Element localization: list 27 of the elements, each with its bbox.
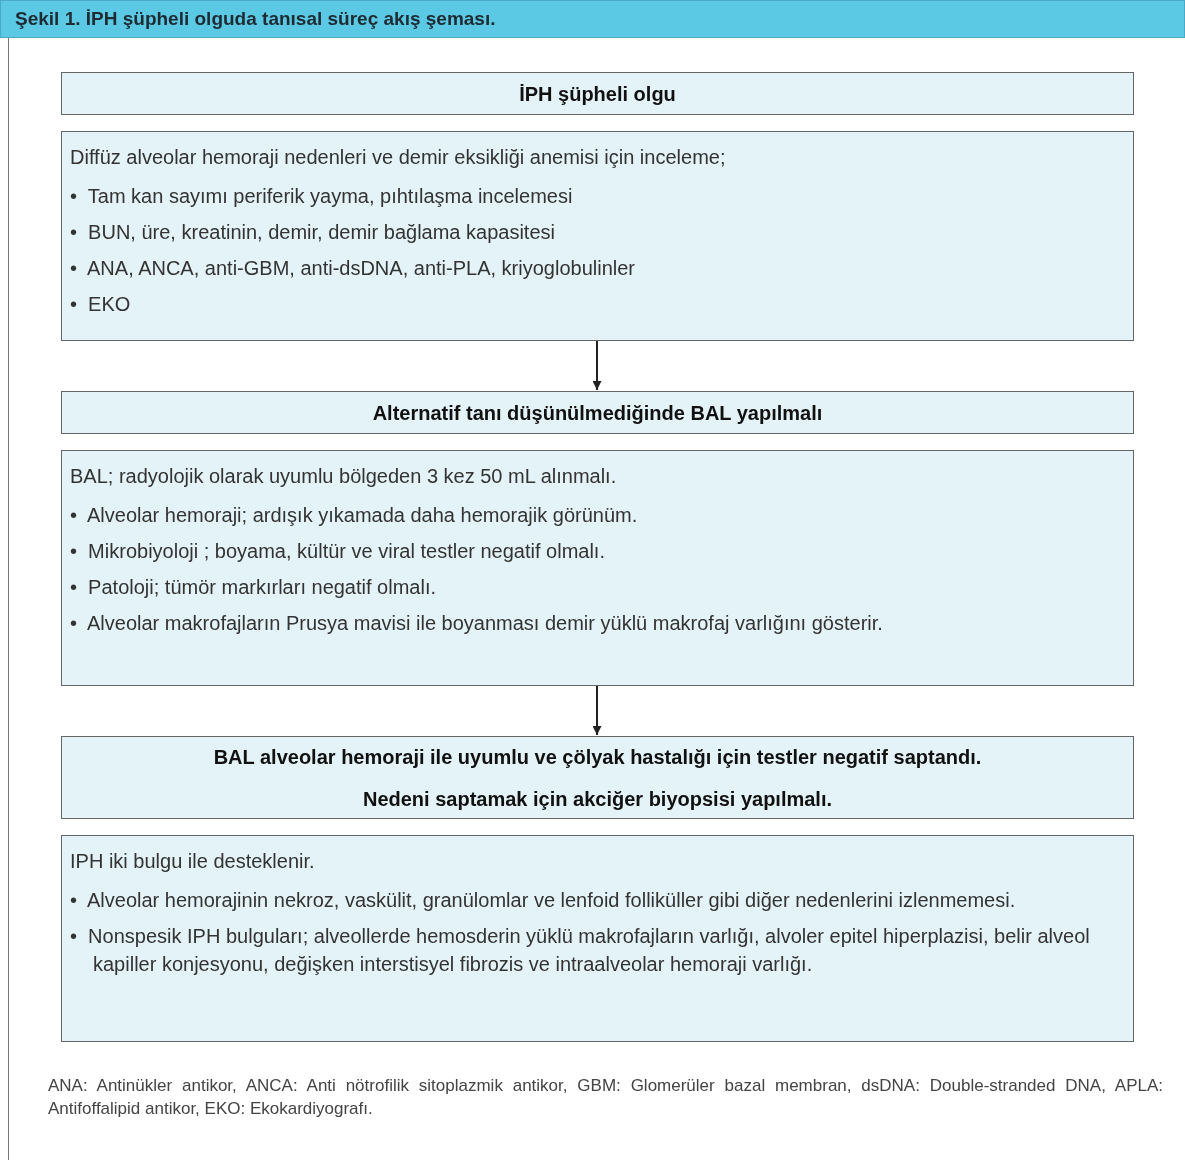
process-box	[61, 450, 1134, 686]
bullet-item: • BUN, üre, kreatinin, demir, demir bağlama kapasitesi	[70, 220, 556, 245]
header-box	[61, 391, 1134, 434]
figure-title: Şekil 1. İPH şüpheli olguda tanısal süreç akış şeması.	[0, 0, 1185, 38]
bullet-item: • Alveolar makrofajların Prusya mavisi ile boyanması demir yüklü makrofaj varlığını gösterir.	[70, 611, 884, 636]
bullet-item: • Alveolar hemorajinin nekroz, vaskülit, granülomlar ve lenfoid folliküller gibi diğer nedenlerini izlenmemesi.	[70, 888, 1017, 913]
bullet-item: • ANA, ANCA, anti-GBM, anti-dsDNA, anti-PLA, kriyoglobulinler	[70, 256, 636, 281]
heading-text: Alternatif tanı düşünülmediğinde BAL yapılmalı	[372, 400, 823, 426]
intro-text: Diffüz alveolar hemoraji nedenleri ve demir eksikliği anemisi için inceleme;	[70, 145, 727, 170]
arrow	[592, 340, 602, 391]
bullet-item: • EKO	[70, 292, 132, 317]
bullet-item: • Mikrobiyoloji ; boyama, kültür ve viral testler negatif olmalı.	[70, 539, 606, 564]
header-box	[61, 72, 1134, 115]
bullet-item: • Nonspesik IPH bulguları; alveollerde hemosderin yüklü makrofajların varlığı, alvoler epitel hiperplazisi, belir alveol kapiller konjesyonu, değişken interstisyel fibrozis ve intraalveolar hemoraji varlığı.	[70, 924, 1091, 977]
heading-text: Nedeni saptamak için akciğer biyopsisi yapılmalı.	[362, 786, 833, 812]
bullet-item: • Alveolar hemoraji; ardışık yıkamada daha hemorajik görünüm.	[70, 503, 639, 528]
intro-text: BAL; radyolojik olarak uyumlu bölgeden 3 kez 50 mL alınmalı.	[70, 464, 618, 489]
intro-text: IPH iki bulgu ile desteklenir.	[70, 849, 316, 874]
bullet-item: • Patoloji; tümör markırları negatif olmalı.	[70, 575, 437, 600]
process-box	[61, 131, 1134, 341]
process-box	[61, 835, 1134, 1042]
footnote: ANA: Antinükler antikor, ANCA: Anti nötrofilik sitoplazmik antikor, GBM: Glomerüler bazal membran, dsDNA: Double-stranded DNA, APLA: Antifoffalipid antikor, EKO: Ekokardiyografı.	[48, 1075, 1163, 1120]
header-box	[61, 736, 1134, 819]
bullet-item: • Tam kan sayımı periferik yayma, pıhtılaşma incelemesi	[70, 184, 574, 209]
heading-text: İPH şüpheli olgu	[519, 81, 676, 107]
arrow	[592, 685, 602, 736]
heading-text: BAL alveolar hemoraji ile uyumlu ve çölyak hastalığı için testler negatif saptandı.	[213, 744, 982, 770]
